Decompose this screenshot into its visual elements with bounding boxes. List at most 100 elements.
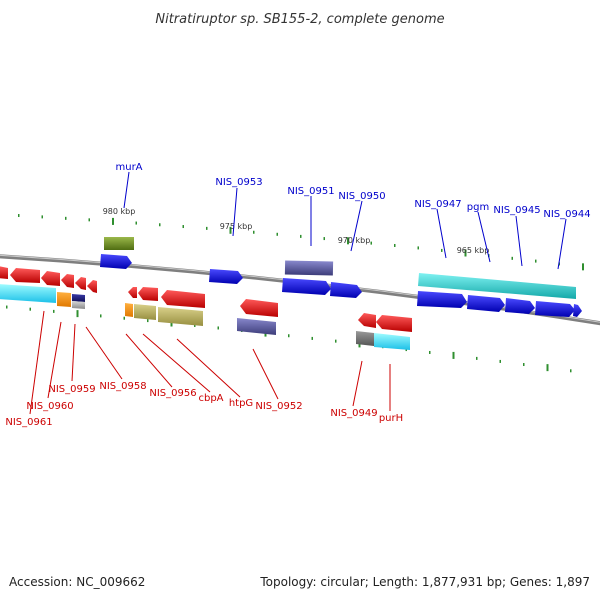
gene-nis0960-cog[interactable] <box>57 292 71 307</box>
gene-nis0958-cog[interactable] <box>72 301 85 309</box>
gene-label-nis0950[interactable]: NIS_0950 <box>338 191 385 202</box>
scale-tick <box>535 259 537 263</box>
gene-label-nis0951[interactable]: NIS_0951 <box>287 186 334 197</box>
scale-tick-major <box>229 226 232 234</box>
gene-label-nis0952[interactable]: NIS_0952 <box>255 401 302 412</box>
gene-nis0959-cog[interactable] <box>72 294 85 302</box>
scale-tick <box>288 334 290 338</box>
scale-tick <box>311 336 313 340</box>
gene-label-htpG[interactable]: htpG <box>229 398 253 409</box>
scale-tick <box>159 223 161 227</box>
gene-label-nis0945[interactable]: NIS_0945 <box>493 205 540 216</box>
topology-text: Topology: circular; Length: 1,877,931 bp… <box>259 575 590 589</box>
gene-label-nis0958[interactable]: NIS_0958 <box>99 381 146 392</box>
gene-nis0949-cog[interactable] <box>356 331 374 346</box>
gene-cbpA[interactable] <box>138 287 158 301</box>
scale-tick <box>276 232 278 236</box>
gene-label-cbpA[interactable]: cbpA <box>198 393 223 404</box>
reverse-gene-labels: NIS_0961 NIS_0960 NIS_0959 NIS_0958 NIS_… <box>5 381 403 428</box>
leader-nis0959 <box>71 323 76 382</box>
scale-tick-major <box>546 364 549 372</box>
leader-pgm <box>477 211 491 263</box>
scale-tick <box>300 234 302 238</box>
scale-tick-major <box>464 249 467 257</box>
gene-nis0957[interactable] <box>87 280 97 293</box>
scale-tick <box>511 256 513 260</box>
gene-label-nis0956[interactable]: NIS_0956 <box>149 388 196 399</box>
gene-nis0947[interactable] <box>417 291 467 308</box>
gene-nis0958[interactable] <box>75 277 86 290</box>
scale-tick <box>123 316 125 320</box>
leader-cbpA <box>142 333 211 393</box>
forward-strand <box>100 237 582 317</box>
scale-tick <box>441 248 443 252</box>
gene-label-nis0944[interactable]: NIS_0944 <box>543 209 590 220</box>
scale-label-970: 970 kbp <box>338 236 371 245</box>
gene-nis0956-cog[interactable] <box>125 303 133 317</box>
gene-nis0960[interactable] <box>41 271 60 286</box>
gene-murA[interactable] <box>100 254 132 269</box>
scale-label-965: 965 kbp <box>457 246 490 255</box>
scale-tick <box>147 319 149 323</box>
gene-cluster-cog-cyan[interactable] <box>418 273 576 299</box>
gene-htpG[interactable] <box>161 290 205 308</box>
gene-nis0944[interactable] <box>535 301 575 317</box>
scale-tick-major <box>582 263 584 271</box>
scale-tick-major <box>112 217 114 225</box>
scale-ticks <box>6 214 584 373</box>
scale-tick <box>206 226 208 230</box>
map-title: Nitratiruptor sp. SB155-2, complete geno… <box>155 12 444 27</box>
gene-nis0961[interactable] <box>10 268 40 283</box>
scale-tick <box>429 350 431 354</box>
scale-tick <box>394 243 396 247</box>
gene-nis0961-cog[interactable] <box>0 284 56 303</box>
reverse-strand <box>0 266 412 350</box>
gene-label-purH[interactable]: purH <box>379 413 403 424</box>
scale-tick <box>335 339 337 343</box>
gene-edge-blue[interactable] <box>573 304 582 317</box>
leader-htpG <box>176 338 241 398</box>
gene-nis0952-cog[interactable] <box>237 318 276 335</box>
gene-purH[interactable] <box>376 315 412 332</box>
gene-label-nis0949[interactable]: NIS_0949 <box>330 408 377 419</box>
leader-nis0956 <box>125 333 173 388</box>
scale-tick <box>417 246 419 250</box>
gene-label-nis0947[interactable]: NIS_0947 <box>414 199 461 210</box>
gene-purH-cog[interactable] <box>374 333 410 350</box>
gene-label-nis0960[interactable]: NIS_0960 <box>26 401 73 412</box>
gene-nis0945[interactable] <box>505 298 535 314</box>
gene-pgm[interactable] <box>467 295 505 312</box>
gene-edge-red[interactable] <box>0 266 8 279</box>
leader-nis0944 <box>557 218 567 270</box>
gene-cbpA-cog[interactable] <box>134 304 156 320</box>
gene-nis0949[interactable] <box>358 313 376 328</box>
gene-nis0953[interactable] <box>209 269 243 284</box>
scale-tick-major <box>452 351 455 359</box>
gene-label-nis0953[interactable]: NIS_0953 <box>215 177 262 188</box>
scale-tick <box>41 215 43 219</box>
gene-nis0950[interactable] <box>330 282 362 298</box>
leader-nis0945 <box>515 215 523 267</box>
gene-label-nis0959[interactable]: NIS_0959 <box>48 384 95 395</box>
scale-tick <box>194 323 196 327</box>
gene-murA-cog[interactable] <box>104 237 134 250</box>
scale-tick-major <box>76 310 79 318</box>
gene-nis0951[interactable] <box>282 278 331 295</box>
gene-label-pgm[interactable]: pgm <box>467 202 489 213</box>
gene-nis0956[interactable] <box>128 287 137 298</box>
leader-nis0961 <box>29 310 45 415</box>
gene-htpG-cog[interactable] <box>158 307 203 326</box>
scale-tick <box>253 230 255 234</box>
gene-nis0959[interactable] <box>61 274 74 288</box>
gene-label-nis0961[interactable]: NIS_0961 <box>5 417 52 428</box>
label-leader-lines <box>29 171 567 415</box>
scale-tick <box>476 356 478 360</box>
scale-tick <box>217 326 219 330</box>
gene-label-murA[interactable]: murA <box>115 162 142 173</box>
gene-nis0952[interactable] <box>240 299 278 317</box>
gene-nis0951-cog[interactable] <box>284 260 334 276</box>
leader-nis0950 <box>350 200 363 252</box>
scale-tick <box>65 216 67 220</box>
scale-tick <box>135 221 137 225</box>
scale-labels: 980 kbp 975 kbp 970 kbp 965 kbp <box>103 207 490 255</box>
